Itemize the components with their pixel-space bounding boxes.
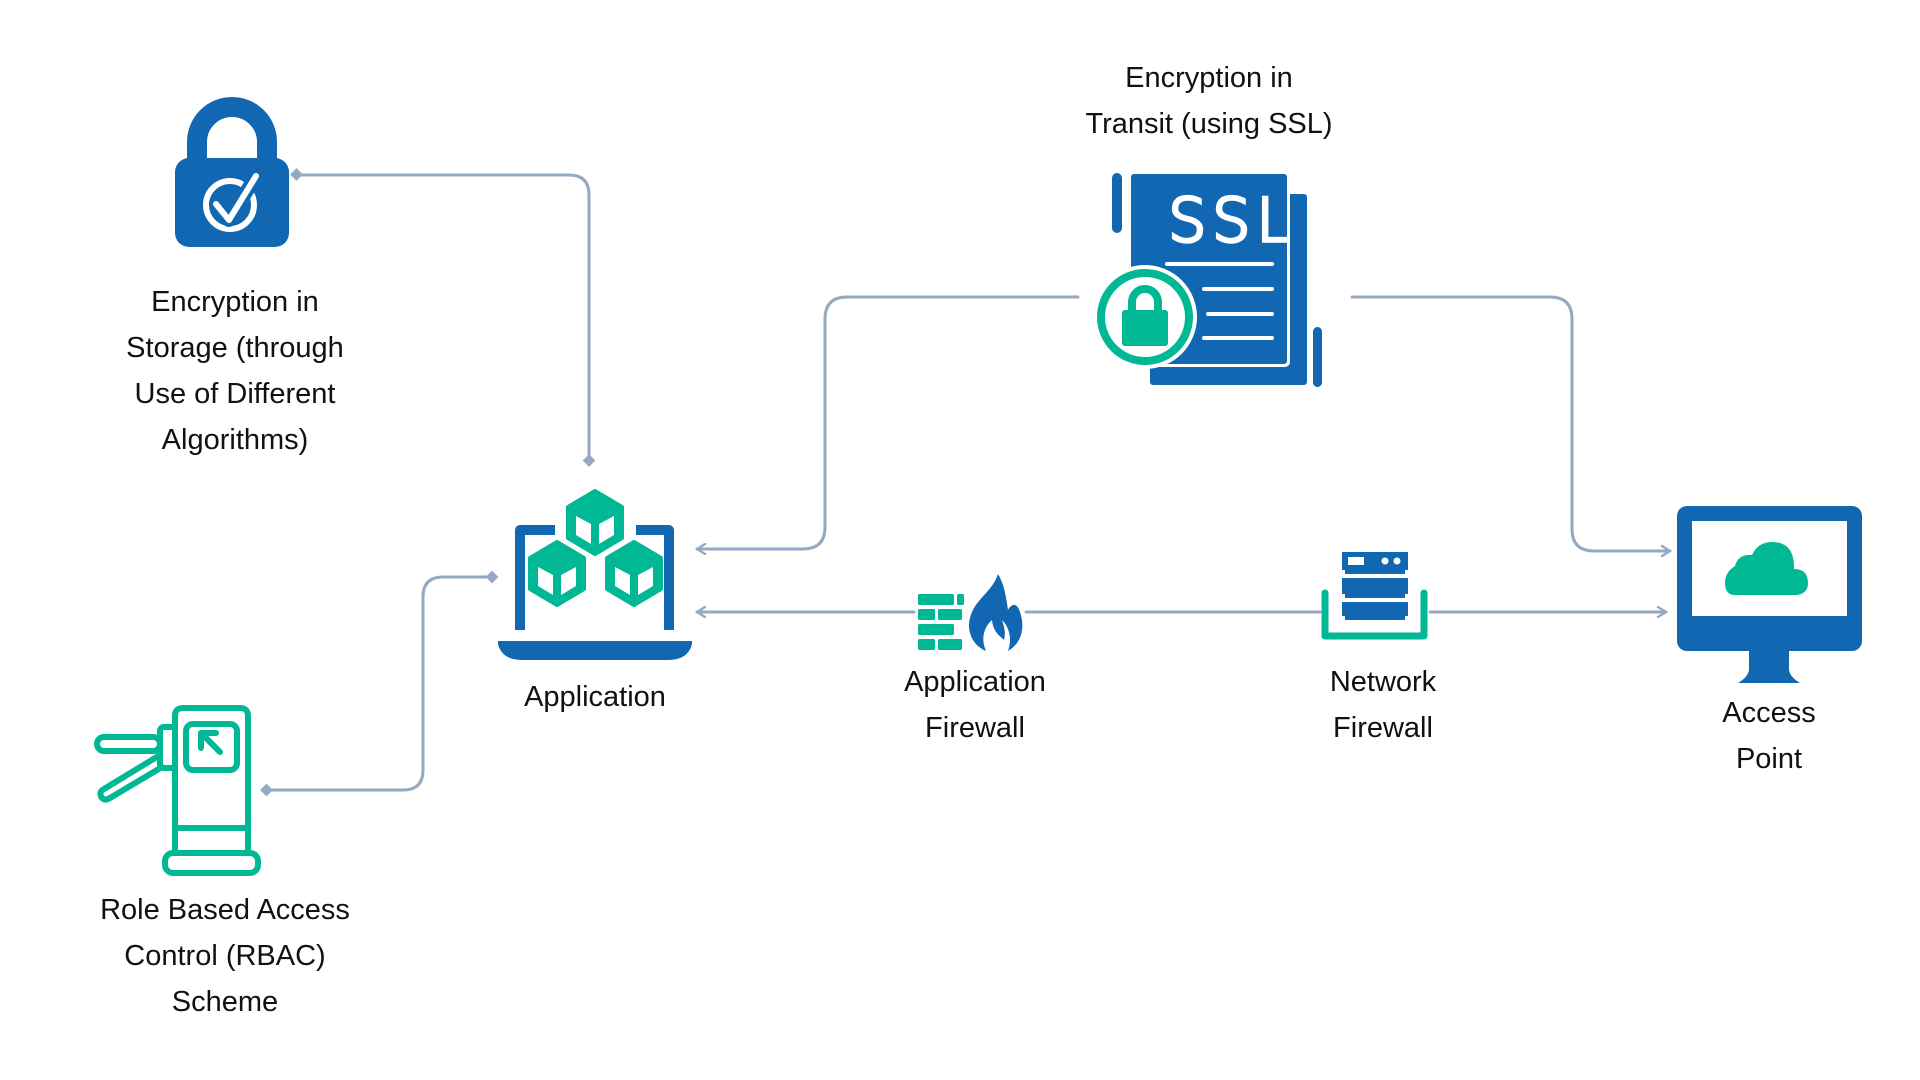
transit-encryption-label: Encryption in Transit (using SSL)	[1085, 62, 1333, 140]
edge-ssl-to-access-point	[1350, 295, 1672, 551]
ssl-certificate-icon: SSL	[1093, 171, 1322, 387]
rbac-label: Role Based Access Control (RBAC) Scheme	[100, 894, 350, 1018]
storage-encryption-label: Encryption in Storage (through Use of Di…	[126, 286, 344, 456]
network-firewall-label: Network Firewall	[1329, 666, 1437, 744]
edge-diamond	[582, 454, 596, 467]
edge-diamond	[290, 168, 303, 181]
monitor-cloud-icon	[1677, 506, 1862, 683]
ssl-icon-text: SSL	[1168, 186, 1296, 256]
edge-diamond	[485, 570, 499, 584]
lock-check-icon	[175, 97, 289, 247]
laptop-cubes-icon	[498, 489, 692, 660]
application-label: Application	[524, 681, 666, 713]
cube-icon	[605, 540, 663, 607]
cube-icon	[528, 540, 586, 607]
access-point-label: Access Point	[1722, 697, 1816, 775]
server-rack-icon	[1321, 552, 1428, 640]
turnstile-icon	[94, 705, 261, 876]
firewall-flame-icon	[918, 574, 1023, 651]
edge-storage-to-application	[296, 173, 591, 460]
edge-rbac-to-application	[267, 575, 491, 792]
padlock-badge-icon	[1093, 265, 1197, 369]
cube-icon	[566, 489, 624, 556]
app-firewall-label: Application Firewall	[904, 666, 1046, 744]
edge-diamond	[260, 783, 273, 797]
connectors	[260, 168, 1672, 797]
edge-ssl-to-application	[695, 295, 1080, 549]
